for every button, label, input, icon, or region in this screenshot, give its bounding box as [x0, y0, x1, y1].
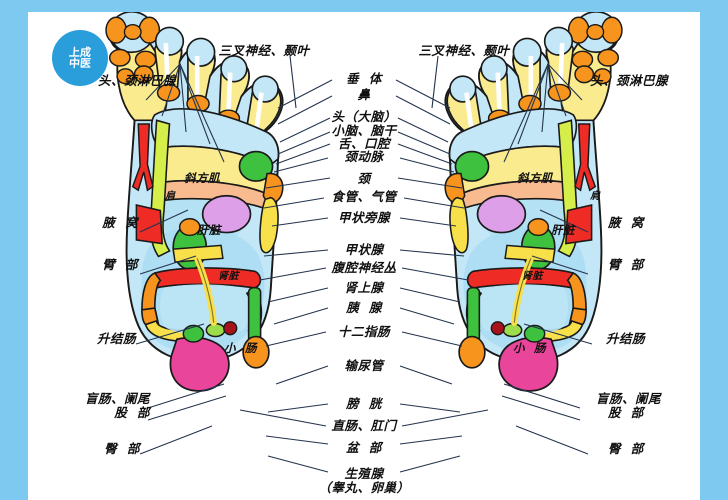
label-thigh-right: 股 部: [608, 405, 644, 420]
label-carotid-artery: 颈动脉: [344, 149, 384, 164]
label-ascending-colon-left: 升结肠: [96, 331, 136, 346]
leader-lines: [135, 55, 593, 473]
label-cerebellum-brainstem: 小脑、脑干: [331, 123, 397, 138]
organ-small-intestine-right: 小 肠: [513, 341, 547, 355]
label-hip-left: 臀 部: [104, 441, 140, 456]
organ-shoulder-left: 肩: [165, 191, 176, 202]
organ-small-intestine-left: 小 肠: [224, 341, 258, 355]
logo-line-2: 中医: [68, 57, 92, 70]
organ-kidney-left: 肾脏: [218, 271, 239, 282]
label-trigeminal-temporal-left: 三叉神经、颞叶: [218, 43, 310, 58]
label-cecum-appendix-right: 盲肠、阑尾: [596, 391, 662, 406]
brand-logo: 上成 中医: [52, 30, 108, 86]
label-neck: 颈: [357, 171, 371, 186]
chart-canvas: 上成 中医 三叉神经、颞叶 三叉神经、颞叶 头、颈淋巴腺 腋 窝 臂 部 升结肠…: [28, 12, 700, 500]
label-pelvis: 盆 部: [346, 440, 382, 455]
label-nose: 鼻: [357, 87, 371, 102]
label-arm-left: 臂 部: [102, 257, 138, 272]
label-parathyroid: 甲状旁腺: [337, 210, 390, 225]
label-ureter: 输尿管: [344, 358, 384, 373]
label-esophagus-trachea: 食管、气管: [331, 189, 397, 204]
label-gonads-sub: （睾丸、卵巢）: [318, 480, 410, 495]
label-adrenal-gland: 肾上腺: [344, 280, 384, 295]
organ-trapezius-right: 斜方肌: [517, 171, 553, 185]
label-pancreas: 胰 腺: [346, 300, 382, 315]
label-arm-right: 臂 部: [608, 257, 644, 272]
organ-liver-left: 肝脏: [197, 223, 221, 237]
label-duodenum: 十二指肠: [337, 324, 390, 339]
label-gonads: 生殖腺: [344, 466, 384, 481]
label-thyroid: 甲状腺: [344, 242, 384, 257]
label-celiac-plexus: 腹腔神经丛: [331, 260, 397, 275]
label-rectum-anus: 直肠、肛门: [331, 418, 397, 433]
organ-kidney-right: 肾脏: [522, 271, 543, 282]
label-hip-right: 臀 部: [608, 441, 644, 456]
organ-shoulder-right: 肩: [590, 191, 601, 202]
organ-liver-right: 肝脏: [551, 223, 575, 237]
foot-reflexology-diagram: [28, 12, 700, 473]
label-bladder: 膀 胱: [346, 396, 382, 411]
label-trigeminal-temporal-right: 三叉神经、颞叶: [418, 43, 510, 58]
organ-trapezius-left: 斜方肌: [184, 171, 220, 185]
label-armpit-left: 腋 窝: [102, 215, 138, 230]
label-head-cerebrum: 头（大脑）: [331, 109, 397, 124]
label-armpit-right: 腋 窝: [608, 215, 644, 230]
label-head-neck-lymph-left: 头、颈淋巴腺: [97, 73, 176, 88]
label-ascending-colon-right: 升结肠: [606, 331, 646, 346]
label-tongue-oral: 舌、口腔: [337, 136, 390, 151]
label-cecum-appendix-left: 盲肠、阑尾: [84, 391, 150, 406]
label-thigh-left: 股 部: [114, 405, 150, 420]
label-pituitary: 垂 体: [346, 71, 382, 86]
label-head-neck-lymph-right: 头、颈淋巴腺: [590, 73, 669, 88]
